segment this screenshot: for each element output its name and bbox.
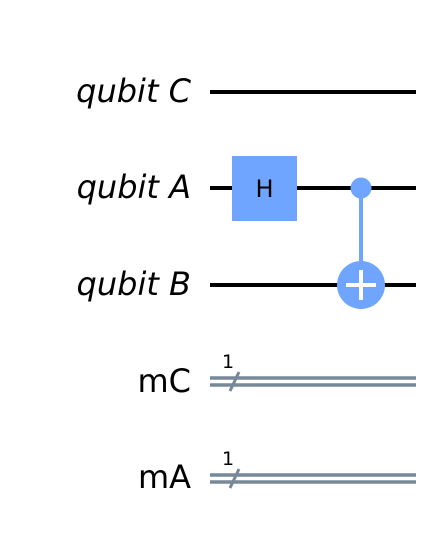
classical-wire-ma: mA 1: [138, 448, 416, 496]
cnot-gate: [337, 177, 385, 309]
hadamard-gate: H: [232, 156, 297, 221]
cnot-control-dot: [350, 177, 372, 199]
wire-label-qubit-a: qubit A: [77, 168, 191, 206]
bundle-slash-mc: [228, 371, 241, 392]
bundle-slash-ma: [228, 468, 241, 489]
wire-label-ma: mA: [138, 458, 191, 496]
hadamard-gate-box: [232, 156, 297, 221]
quantum-wire-qubit-c: qubit C: [76, 72, 416, 110]
wire-label-qubit-b: qubit B: [77, 265, 191, 303]
classical-wire-mc: mC 1: [137, 351, 416, 400]
wire-label-mc: mC: [137, 362, 191, 400]
wire-label-qubit-c: qubit C: [76, 72, 192, 110]
hadamard-gate-label: H: [255, 175, 273, 203]
bundle-width-ma: 1: [222, 448, 234, 470]
bundle-width-mc: 1: [222, 351, 234, 373]
